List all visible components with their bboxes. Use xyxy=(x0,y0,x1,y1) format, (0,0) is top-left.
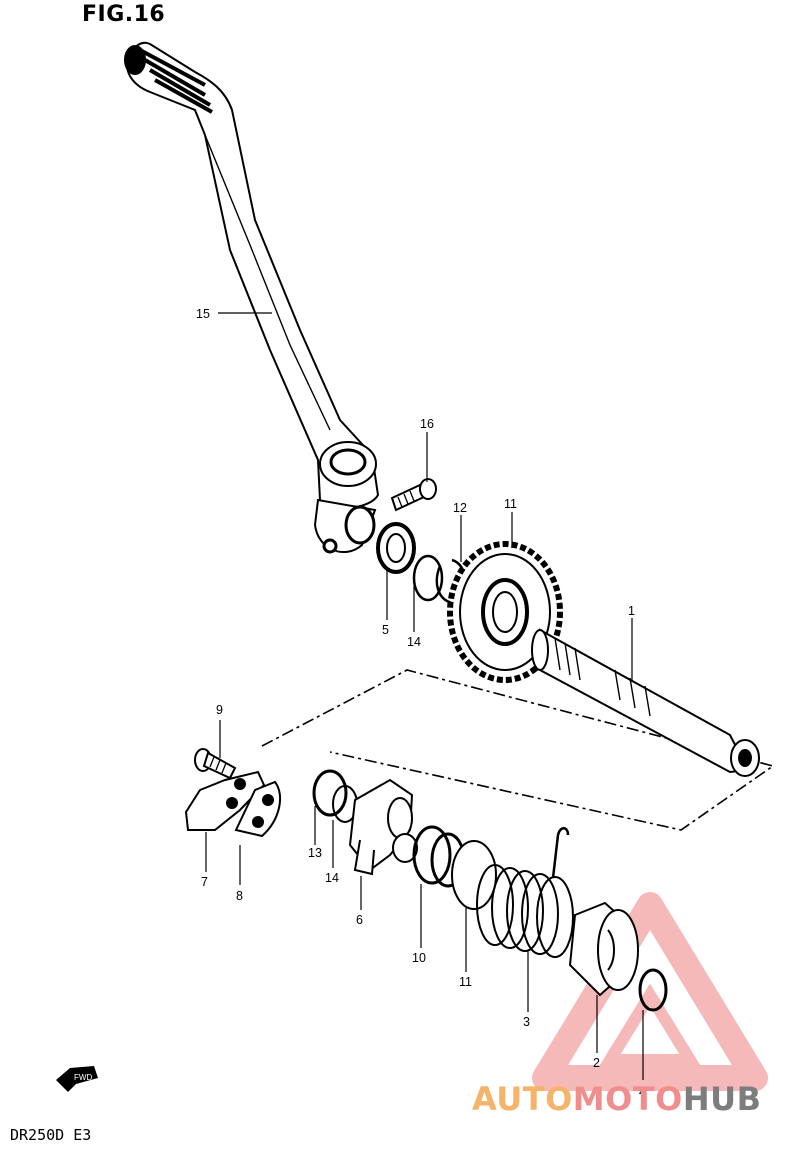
model-code: DR250D E3 xyxy=(10,1126,92,1144)
fwd-label: FWD xyxy=(74,1073,92,1082)
stopper-bolt xyxy=(194,748,237,780)
part-label-11: 11 xyxy=(459,975,472,989)
oil-seal xyxy=(376,522,416,574)
part-label: 6 xyxy=(356,913,363,927)
part-label: 3 xyxy=(523,1015,530,1029)
part-label: 4 xyxy=(639,1085,646,1099)
part-label: 12 xyxy=(453,501,467,515)
part-label: 14 xyxy=(407,635,421,649)
leader-lines xyxy=(205,312,644,1080)
stopper-plate xyxy=(234,780,282,838)
part-label: 9 xyxy=(216,703,223,717)
watermark-part3: HUB xyxy=(682,1080,762,1118)
lever-bolt xyxy=(390,478,437,512)
part-label: 1 xyxy=(628,604,635,618)
part-label: 5 xyxy=(382,623,389,637)
washer xyxy=(451,840,497,910)
fwd-arrow-icon: FWD xyxy=(56,1066,98,1092)
part-label: 16 xyxy=(420,417,434,431)
washer-upper xyxy=(412,554,444,602)
part-label: 13 xyxy=(308,846,322,860)
part-number-labels: 15 16 12 11 1 5 14 9 7 8 13 14 6 10 11 1… xyxy=(196,307,646,1099)
part-label: 10 xyxy=(412,951,426,965)
watermark-part1: AUTO xyxy=(472,1080,573,1118)
circlip-lower xyxy=(312,769,348,817)
kick-spring-guide xyxy=(568,901,639,997)
kick-return-spring xyxy=(476,827,574,958)
part-label: 14 xyxy=(325,871,339,885)
kick-stopper xyxy=(184,770,266,831)
figure-title: FIG.16 xyxy=(82,2,166,27)
part-label: 7 xyxy=(201,875,208,889)
circlip-end xyxy=(638,968,668,1012)
part-label: 15 xyxy=(196,307,210,321)
part-label: 2 xyxy=(593,1056,600,1070)
watermark-part2: MOTO xyxy=(572,1080,683,1118)
part-label: 11 xyxy=(504,497,517,511)
watermark-text: AUTOMOTOHUB xyxy=(472,1080,762,1118)
kick-drive-gear xyxy=(348,778,418,876)
kick-starter-shaft xyxy=(531,628,760,777)
assembly-outline-dashed xyxy=(261,669,775,831)
kick-starter-lever xyxy=(124,41,380,554)
part-label: 8 xyxy=(236,889,243,903)
